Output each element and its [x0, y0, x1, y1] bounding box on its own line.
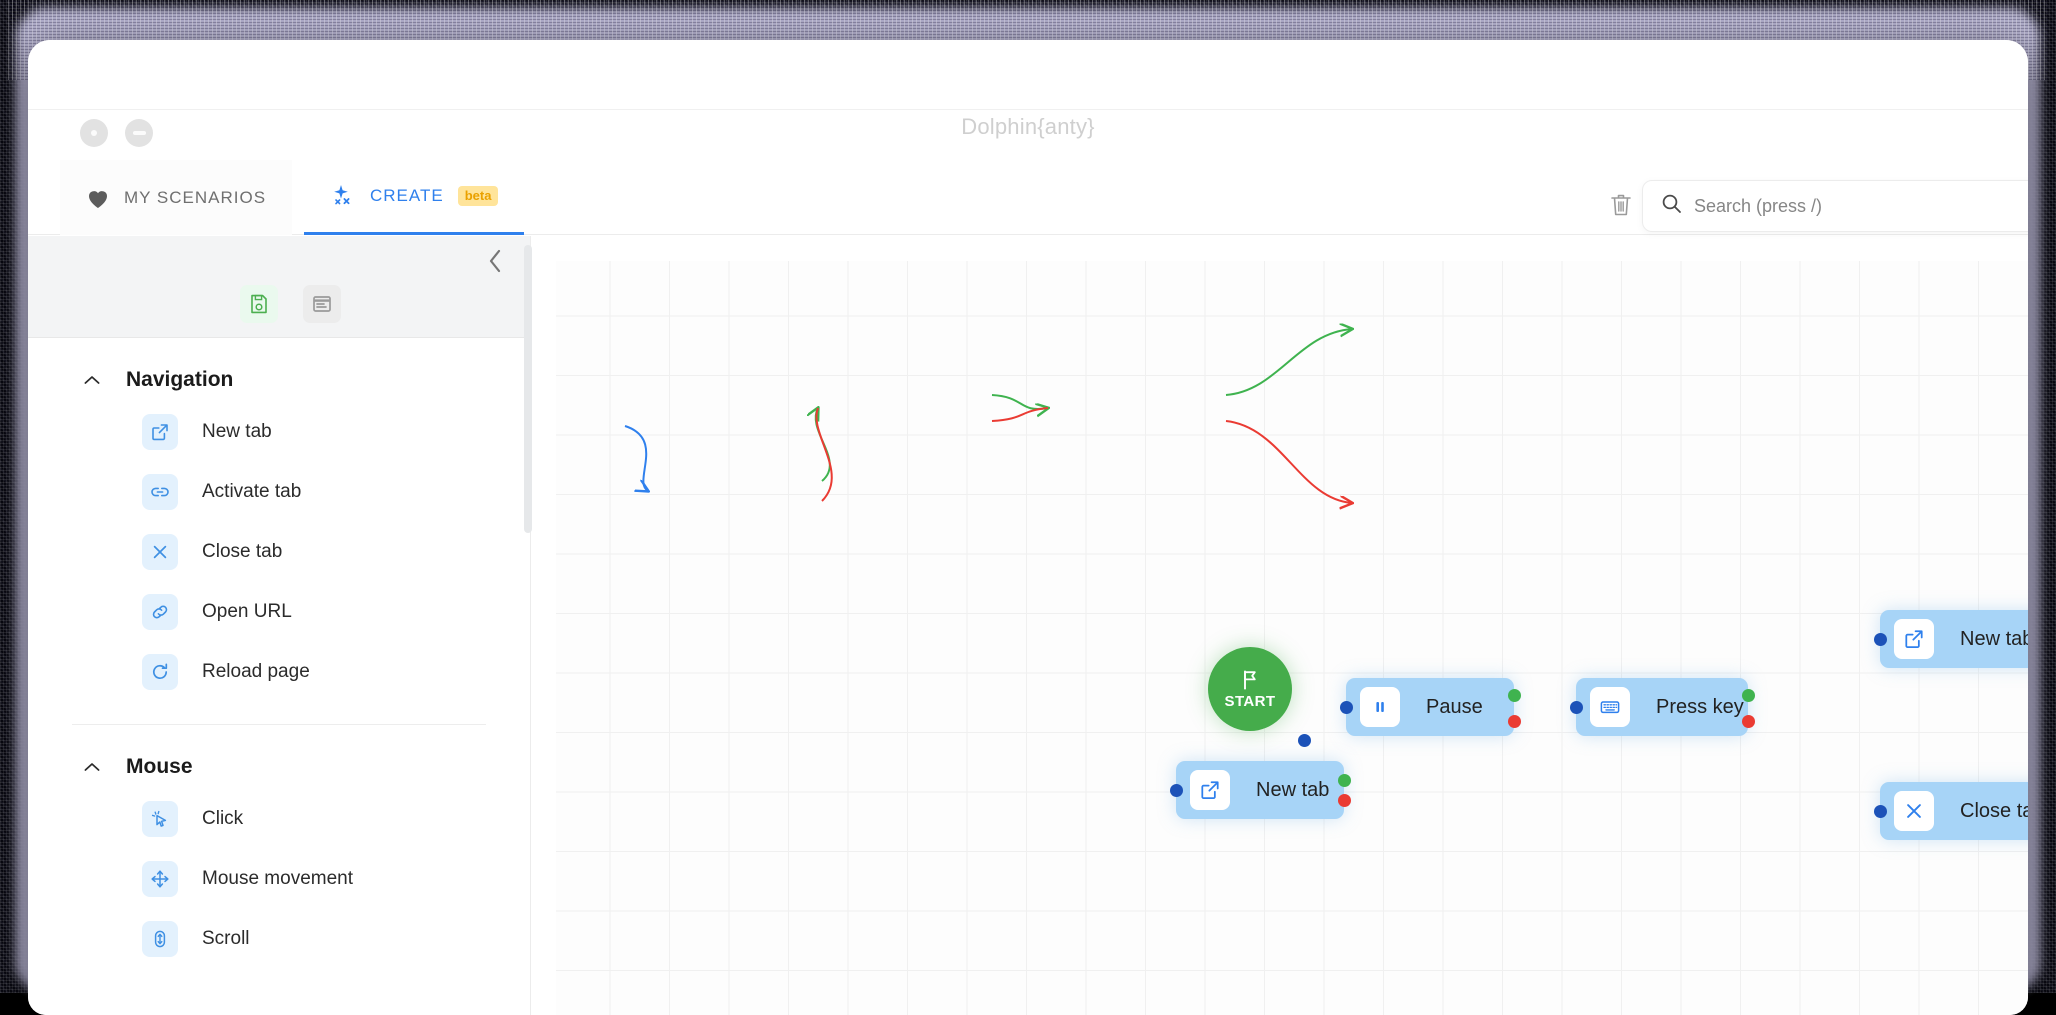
action-click-label: Click [202, 808, 243, 830]
chain-link-icon [142, 594, 178, 630]
cursor-click-icon [142, 801, 178, 837]
delete-button[interactable] [1604, 188, 1638, 222]
port-pause-error[interactable] [1508, 715, 1521, 728]
port-press-key-in[interactable] [1570, 701, 1583, 714]
node-pause[interactable]: Pause [1346, 678, 1514, 736]
action-scroll[interactable]: Scroll [28, 909, 530, 969]
search-box[interactable] [1642, 180, 2028, 232]
beta-badge: beta [458, 186, 499, 206]
chevron-up-icon [84, 762, 100, 772]
action-reload-page-label: Reload page [202, 661, 310, 683]
keyboard-icon [1590, 687, 1630, 727]
action-mouse-movement-label: Mouse movement [202, 868, 353, 890]
action-close-tab-label: Close tab [202, 541, 282, 563]
port-pause-success[interactable] [1508, 689, 1521, 702]
port-new-tab-1-in[interactable] [1170, 784, 1183, 797]
port-press-key-error[interactable] [1742, 715, 1755, 728]
scenario-details-button[interactable] [303, 285, 341, 323]
action-mouse-movement[interactable]: Mouse movement [28, 849, 530, 909]
heart-icon [86, 187, 110, 209]
external-link-icon [1894, 619, 1934, 659]
port-pause-in[interactable] [1340, 701, 1353, 714]
action-new-tab[interactable]: New tab [28, 402, 530, 462]
title-bar [28, 40, 2028, 110]
node-new-tab-1-label: New tab [1256, 779, 1329, 802]
pause-icon [1360, 687, 1400, 727]
reload-icon [142, 654, 178, 690]
flag-icon [1239, 669, 1261, 691]
action-activate-tab-label: Activate tab [202, 481, 301, 503]
chevron-left-icon [487, 248, 503, 274]
actions-sidebar: Navigation New tab [28, 236, 531, 1015]
action-reload-page[interactable]: Reload page [28, 642, 530, 702]
app-window: Dolphin{anty} MY SCENARIOS CREATE beta [28, 40, 2028, 1015]
move-arrows-icon [142, 861, 178, 897]
collapse-panel-button[interactable] [480, 246, 510, 276]
port-new-tab-1-success[interactable] [1338, 774, 1351, 787]
action-click[interactable]: Click [28, 789, 530, 849]
chevron-up-icon [84, 375, 100, 385]
action-new-tab-label: New tab [202, 421, 272, 443]
node-close-tab-label: Close tab [1960, 800, 2028, 823]
link-dash-icon [142, 474, 178, 510]
action-scroll-label: Scroll [202, 928, 250, 950]
search-icon [1661, 193, 1682, 219]
scroll-icon [142, 921, 178, 957]
tab-my-scenarios[interactable]: MY SCENARIOS [60, 160, 292, 235]
action-open-url[interactable]: Open URL [28, 582, 530, 642]
port-close-tab-in[interactable] [1874, 805, 1887, 818]
node-new-tab-1[interactable]: New tab [1176, 761, 1344, 819]
sidebar-scrollbar[interactable] [524, 245, 532, 533]
action-activate-tab[interactable]: Activate tab [28, 462, 530, 522]
action-open-url-label: Open URL [202, 601, 292, 623]
search-input[interactable] [1694, 196, 2025, 217]
sidebar-toolbar [28, 236, 530, 338]
external-link-icon [142, 414, 178, 450]
port-start-out[interactable] [1298, 734, 1311, 747]
port-new-tab-1-error[interactable] [1338, 794, 1351, 807]
node-start[interactable]: START [1208, 647, 1292, 731]
tab-create[interactable]: CREATE beta [304, 160, 524, 235]
node-pause-label: Pause [1426, 696, 1483, 719]
close-x-icon [1894, 791, 1934, 831]
save-icon [248, 293, 270, 315]
node-close-tab[interactable]: Close tab [1880, 782, 2028, 840]
node-press-key-label: Press key [1656, 696, 1744, 719]
save-scenario-button[interactable] [240, 285, 278, 323]
node-start-label: START [1225, 693, 1276, 710]
node-press-key[interactable]: Press key [1576, 678, 1748, 736]
group-mouse-header[interactable]: Mouse [28, 725, 530, 789]
node-new-tab-2-label: New tab [1960, 628, 2028, 651]
external-link-icon [1190, 770, 1230, 810]
group-navigation: Navigation New tab [28, 338, 530, 725]
tab-my-scenarios-label: MY SCENARIOS [124, 188, 266, 208]
document-icon [311, 293, 333, 315]
trash-icon [1609, 192, 1633, 218]
port-new-tab-2-in[interactable] [1874, 633, 1887, 646]
group-mouse-title: Mouse [126, 755, 193, 779]
flow-canvas[interactable]: START New tab Pau [556, 261, 2028, 1015]
page-title: Dolphin{anty} [28, 114, 2028, 140]
group-navigation-title: Navigation [126, 368, 233, 392]
tab-create-label: CREATE [370, 186, 444, 206]
port-press-key-success[interactable] [1742, 689, 1755, 702]
node-new-tab-2[interactable]: New tab [1880, 610, 2028, 668]
group-navigation-header[interactable]: Navigation [28, 338, 530, 402]
close-x-icon [142, 534, 178, 570]
flow-edges [556, 261, 2028, 1015]
action-close-tab[interactable]: Close tab [28, 522, 530, 582]
group-mouse: Mouse Click [28, 725, 530, 969]
sparkle-icon [330, 183, 356, 209]
